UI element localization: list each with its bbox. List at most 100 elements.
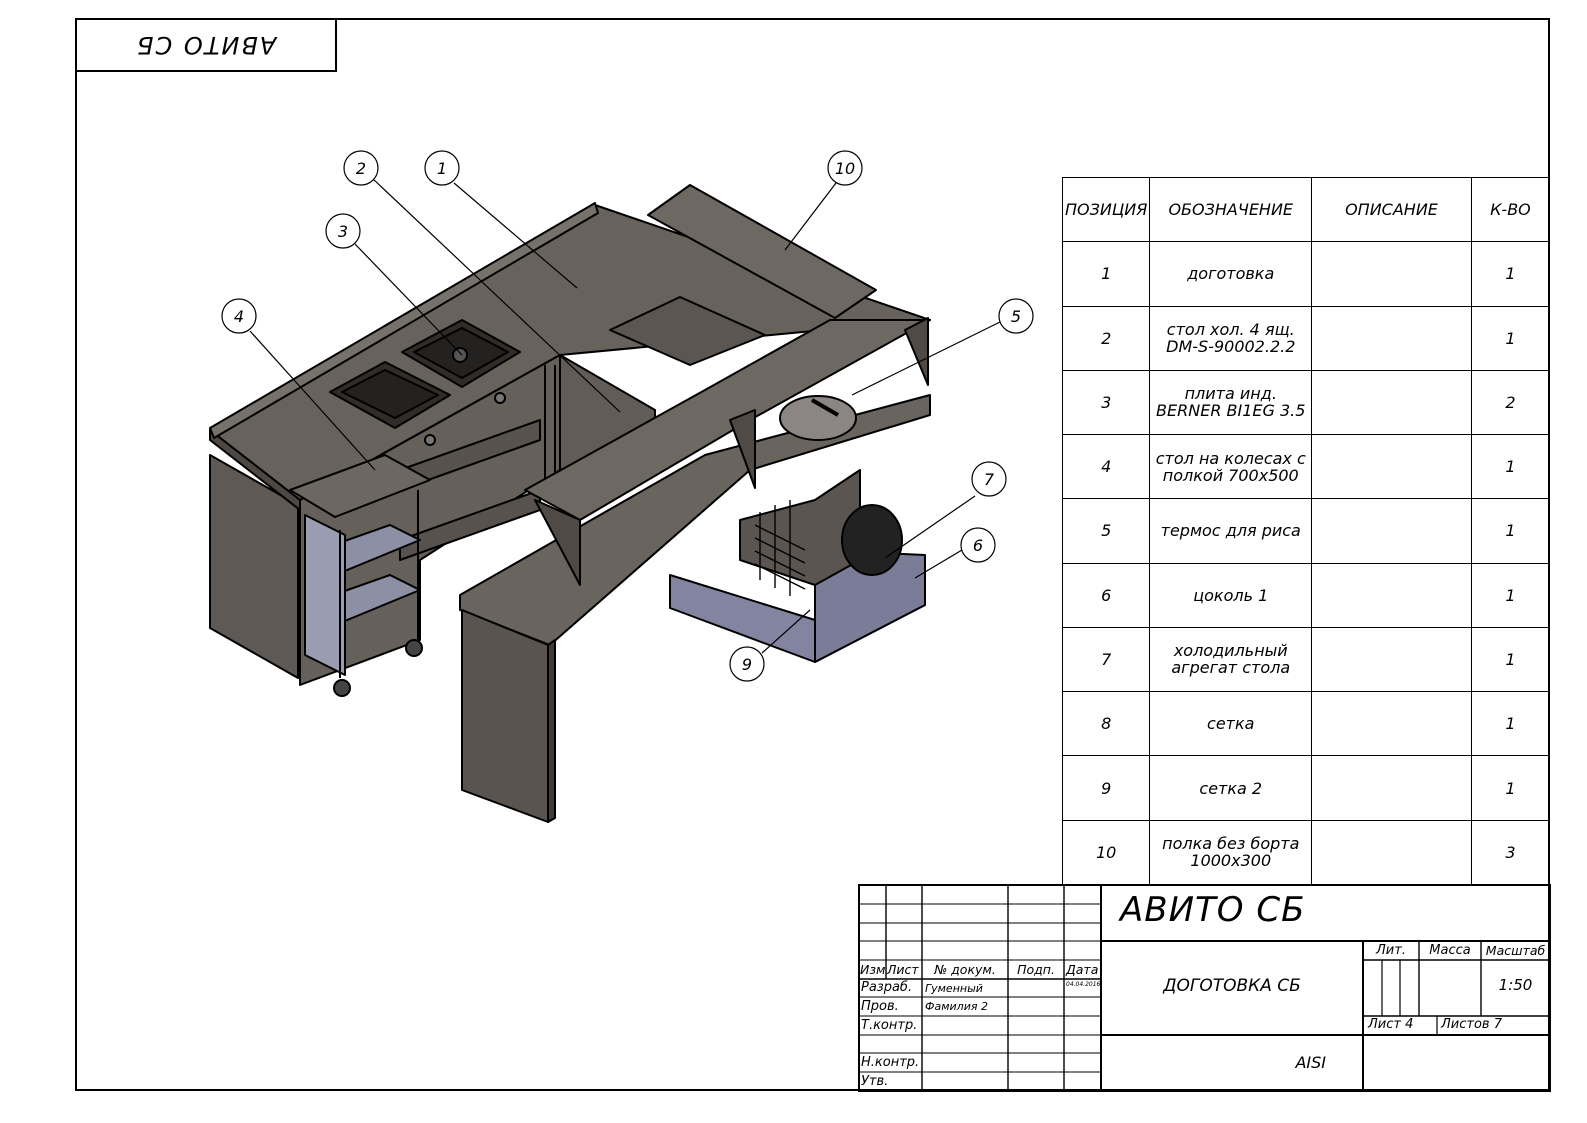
hob-1-inner [341,369,439,419]
row-name: плита инд. BERNER BI1EG 3.5 [1149,369,1313,436]
balloon-2-label: 2 [356,159,366,178]
lit-label: Лит. [1376,943,1406,958]
header-description: ОПИСАНИЕ [1311,176,1472,243]
balloon-6-label: 6 [973,536,983,555]
upper-shelf-bracket-3 [904,317,929,386]
row-name: цоколь 1 [1149,562,1313,628]
row-qty: 1 [1470,241,1551,307]
row-desc [1311,434,1472,500]
worktop-backsplash [209,202,599,439]
balloon-1 [424,150,460,186]
rice-warmer-lid [779,395,857,441]
col-doc-number: № докум. [934,962,996,977]
balloon-9 [729,646,765,682]
balloon-7 [971,461,1007,497]
row-qty: 1 [1470,562,1551,628]
upper-shelf-bracket-2 [729,409,756,489]
sheet-number: Лист 4 [1368,1017,1414,1032]
wheel-2 [405,639,423,657]
row-qty: 1 [1470,755,1551,821]
header-designation: ОБОЗНАЧЕНИЕ [1149,176,1313,243]
rice-cooker [841,504,903,576]
row-pos: 3 [1061,369,1151,436]
balloon-3-label: 3 [338,222,348,241]
balloon-2 [343,150,379,186]
row-name: холодильный агрегат стола [1149,626,1313,693]
row-qty: 2 [1470,369,1551,436]
row-pos: 2 [1061,305,1151,371]
row-pos: 4 [1061,434,1151,500]
row-desc [1311,498,1472,564]
balloon-5-label: 5 [1011,307,1021,326]
balloon-10 [827,150,863,186]
mass-label: Масса [1429,943,1471,958]
balloon-1-label: 1 [437,159,447,178]
specification-table: ПОЗИЦИЯ ОБОЗНАЧЕНИЕ ОПИСАНИЕ К-ВО 1 догот… [1061,176,1551,886]
row-name: полка без борта 1000х300 [1149,819,1313,886]
corner-stamp: АВИТО СБ [75,18,337,72]
row-name: стол на колесах с полкой 700х500 [1149,434,1313,500]
row-pos: 6 [1061,562,1151,628]
developer-name: Гуменный [925,982,983,995]
role-tech-control: Т.контр. [861,1018,918,1033]
row-qty: 1 [1470,626,1551,693]
header-position: ПОЗИЦИЯ [1061,176,1151,243]
date-value: 04.04.2016 [1066,981,1101,988]
row-name: термос для риса [1149,498,1313,564]
rice-warmer-handle [811,398,839,417]
role-norm-control: Н.контр. [861,1055,920,1070]
knob-2 [494,392,506,404]
spec-header-row: ПОЗИЦИЯ ОБОЗНАЧЕНИЕ ОПИСАНИЕ К-ВО [1061,176,1551,243]
material: AISI [1295,1053,1326,1072]
sheet-count: Листов 7 [1441,1017,1502,1032]
col-signature: Подп. [1017,962,1055,977]
balloon-6 [960,527,996,563]
scale-value: 1:50 [1498,976,1533,994]
hob-knob [452,347,468,363]
cart-top [289,454,431,518]
role-checker: Пров. [861,999,899,1014]
balloon-5 [998,298,1034,334]
part-name: ДОГОТОВКА СБ [1163,976,1301,996]
row-name: доготовка [1149,241,1313,307]
cart-side [304,514,346,676]
row-pos: 10 [1061,819,1151,886]
col-sheet: Лист [887,962,919,977]
row-desc [1311,819,1472,886]
row-desc [1311,369,1472,436]
balloon-3 [325,213,361,249]
balloon-4 [221,298,257,334]
upper-shelf-bracket [534,499,581,586]
wheel-1 [333,679,351,697]
balloon-4-label: 4 [234,307,244,326]
row-desc [1311,562,1472,628]
role-approval: Утв. [861,1074,889,1089]
role-developer: Разраб. [861,980,913,995]
front-counter-leg-side [547,639,556,823]
row-desc [1311,241,1472,307]
worktop-panel [609,296,766,366]
col-change: Изм [860,962,886,977]
rear-shelf [647,184,877,319]
balloon-7-label: 7 [984,470,995,489]
row-desc [1311,626,1472,693]
header-quantity: К-ВО [1470,176,1551,243]
checker-name: Фамилия 2 [925,1000,988,1013]
knob-1 [424,434,436,446]
balloon-10-label: 10 [835,159,855,178]
document-title: АВИТО СБ [1120,890,1306,930]
balloon-9-label: 9 [742,655,752,674]
row-qty: 3 [1470,819,1551,886]
grille [754,500,806,596]
col-date: Дата [1066,962,1099,977]
